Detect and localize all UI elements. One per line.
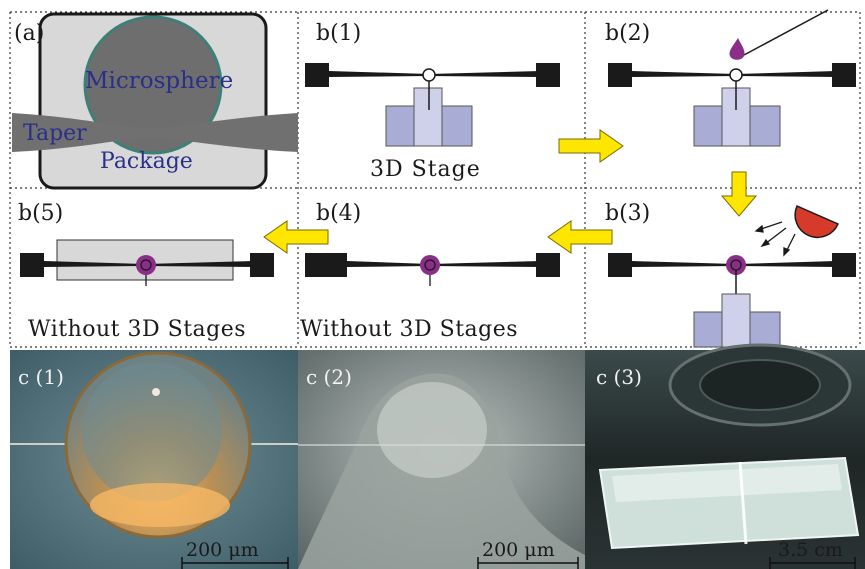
- microsphere-shape: [83, 15, 223, 155]
- panel-b1: b(1) 3D Stage: [305, 21, 560, 182]
- panel-b1-label: b(1): [316, 21, 361, 46]
- panel-b3: b(3): [605, 201, 856, 348]
- uv-lamp-icon: [794, 205, 839, 239]
- scale-c2: 200 μm: [482, 539, 555, 561]
- arrow-b1-to-b2: [558, 129, 624, 163]
- microsphere-small: [422, 68, 436, 82]
- glue-drop: [729, 38, 745, 60]
- panel-b5-label: b(5): [18, 201, 63, 226]
- photo-c1-label: c (1): [18, 365, 64, 389]
- photo-c1: c (1) 200 μm: [10, 350, 298, 569]
- panel-b5-caption: Without 3D Stages: [28, 317, 246, 342]
- photo-c2: c (2) 200 μm: [298, 350, 585, 569]
- packaged-sphere: [726, 255, 746, 275]
- panel-b5: b(5) Without 3D Stages: [18, 201, 274, 342]
- scale-bar-c2: [477, 557, 579, 569]
- scale-c1: 200 μm: [186, 539, 259, 561]
- fiber-holder-left: [305, 63, 329, 87]
- panel-b3-label: b(3): [605, 201, 650, 226]
- panel-b2: b(2): [605, 9, 856, 147]
- photo-c3: c (3) 3.5 cm: [585, 343, 865, 569]
- panel-a-label: (a): [14, 21, 44, 46]
- arrow-b4-to-b5: [263, 220, 329, 254]
- panel-b4-caption: Without 3D Stages: [300, 317, 518, 342]
- scale-bar-c1: [181, 557, 289, 569]
- scale-bar-c3: [769, 557, 856, 569]
- package-label: Package: [100, 149, 193, 174]
- photo-c2-label: c (2): [306, 365, 352, 389]
- scale-c3: 3.5 cm: [778, 539, 843, 561]
- dispensing-needle: [743, 9, 829, 56]
- uv-rays: [754, 221, 796, 257]
- stage-label: 3D Stage: [370, 157, 481, 182]
- panel-b4-label: b(4): [316, 201, 361, 226]
- panel-b2-label: b(2): [605, 21, 650, 46]
- taper-label: Taper: [23, 121, 87, 146]
- photo-c3-label: c (3): [596, 365, 642, 389]
- stage-column: [413, 87, 443, 147]
- process-arrows: [263, 129, 758, 254]
- panel-a: (a) Microsphere Taper Package: [12, 12, 298, 190]
- taper-shape: [12, 113, 298, 152]
- arrow-b2-to-b3: [720, 171, 758, 217]
- panel-b4: b(4) Without 3D Stages: [300, 201, 560, 342]
- arrow-b3-to-b4: [547, 220, 613, 254]
- microsphere-label: Microsphere: [85, 68, 233, 94]
